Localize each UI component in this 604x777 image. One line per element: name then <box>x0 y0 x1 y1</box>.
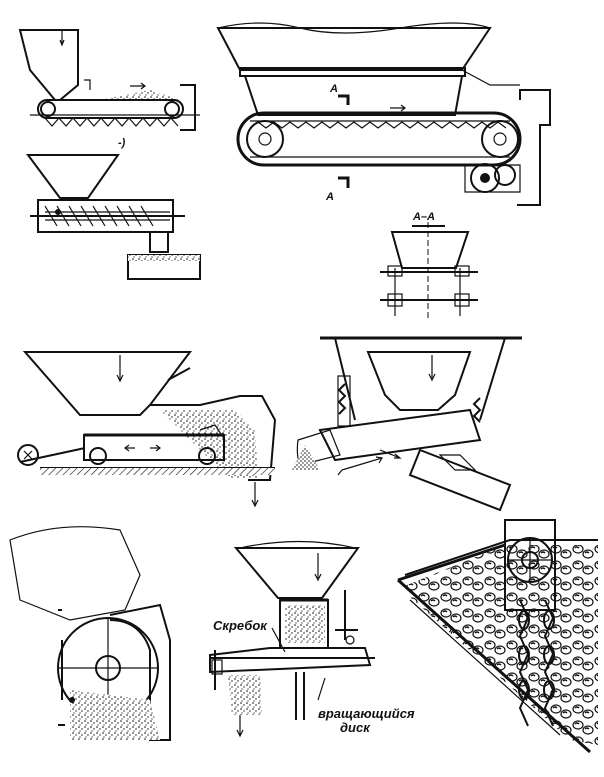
label-scraper: Скребок <box>213 618 268 633</box>
section-mark-bottom: A <box>325 191 334 203</box>
belt-feeder-small <box>18 29 200 131</box>
section-a-a <box>380 222 478 318</box>
minus-mark: -) <box>118 137 126 149</box>
label-rotating-disk-line1: вращающийся <box>318 706 415 721</box>
section-mark-top: A <box>329 83 338 95</box>
chain-feeder <box>396 519 598 754</box>
drum-feeder <box>9 526 171 741</box>
vibrating-feeder <box>292 336 522 512</box>
label-rotating-disk-line2: диск <box>340 720 371 735</box>
plate-feeder <box>216 22 551 206</box>
disk-feeder <box>209 540 375 738</box>
screw-feeder <box>26 154 201 280</box>
reciprocating-feeder <box>17 351 277 508</box>
section-title: A–A <box>412 211 435 223</box>
